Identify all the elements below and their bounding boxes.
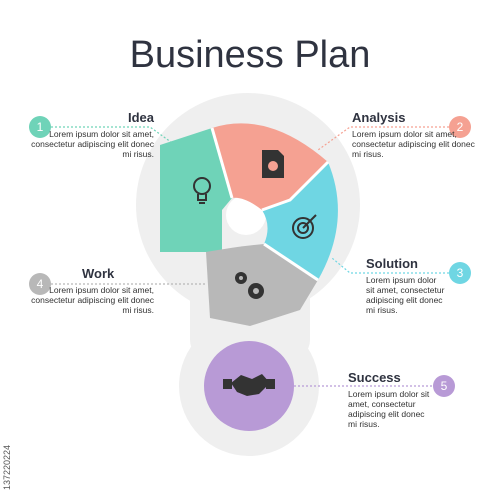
target-icon xyxy=(292,214,317,239)
badge-5: 5 xyxy=(433,375,455,397)
step-solution: Solution Lorem ipsum dolor sit amet, con… xyxy=(366,256,446,315)
connector-3 xyxy=(331,257,449,274)
document-chart-icon xyxy=(262,150,284,178)
lightbulb-icon xyxy=(193,177,211,204)
step-text: Lorem ipsum dolor sit amet, consectetur … xyxy=(352,129,475,159)
connector-2 xyxy=(317,126,449,151)
badge-2: 2 xyxy=(449,116,471,138)
step-idea: Idea Lorem ipsum dolor sit amet, consect… xyxy=(24,110,154,159)
segment-work xyxy=(206,244,318,326)
step-analysis: Analysis Lorem ipsum dolor sit amet, con… xyxy=(352,110,482,159)
badge-1: 1 xyxy=(29,116,51,138)
page-title: Business Plan xyxy=(129,34,371,76)
step-success: Success Lorem ipsum dolor sit amet, cons… xyxy=(348,370,434,429)
step-heading: Analysis xyxy=(352,110,406,125)
stock-id: 137220224 xyxy=(2,370,14,490)
step-heading: Solution xyxy=(366,256,418,271)
badge-4: 4 xyxy=(29,273,51,295)
step-text: Lorem ipsum dolor sit amet, consectetur … xyxy=(31,129,154,159)
badge-3: 3 xyxy=(449,262,471,284)
step-text: Lorem ipsum dolor sit amet, consectetur … xyxy=(31,285,154,315)
step-work: Work Lorem ipsum dolor sit amet, consect… xyxy=(24,266,154,315)
step-heading: Idea xyxy=(127,110,154,125)
step-text: Lorem ipsum dolor sit amet, consectetur … xyxy=(366,275,445,315)
stock-id-text: 137220224 xyxy=(2,444,12,490)
step-text: Lorem ipsum dolor sit amet, consectetur … xyxy=(348,389,430,429)
handshake-icon xyxy=(223,374,275,396)
segment-solution xyxy=(262,162,338,280)
connector-1 xyxy=(51,126,183,151)
step-heading: Work xyxy=(82,266,115,281)
step-heading: Success xyxy=(348,370,401,385)
gears-icon xyxy=(235,272,264,299)
